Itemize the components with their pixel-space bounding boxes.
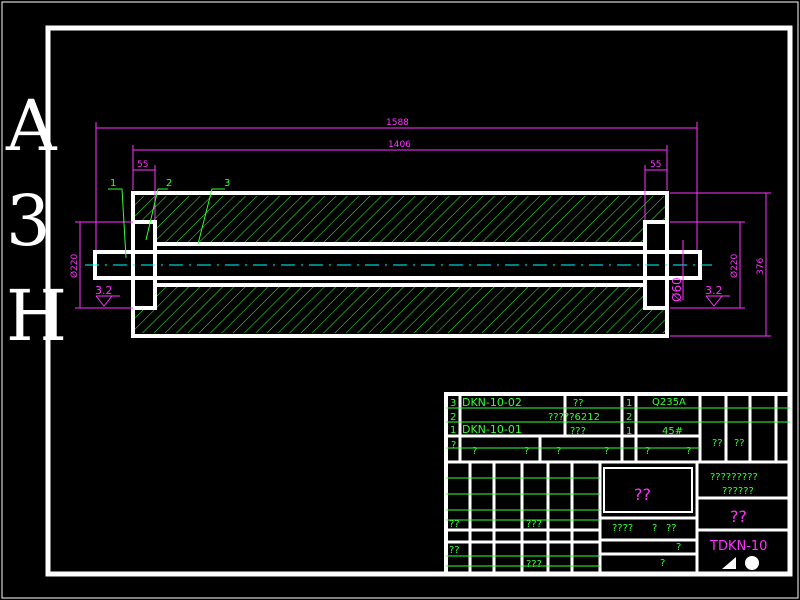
company-line-1: ????????? [710,472,758,483]
bom-row-3-material: 45# [662,426,683,437]
header-mark-8: ?? [712,438,723,449]
bom-row-3-qty: 1 [626,426,632,437]
sheet-letter-3: H [6,275,67,357]
bom-row-1-code: DKN-10-02 [462,396,522,409]
header-mark-9: ?? [734,438,745,449]
dim-right-dia: Ø220 [729,253,740,278]
header-mark-2: ? [472,446,477,457]
bom-row-1-index: 3 [450,398,456,409]
callout-2: 2 [166,178,172,189]
sheet-letter-1: A [5,85,58,167]
drawing-frame [45,25,793,577]
dim-left-flange: 55 [137,160,148,170]
misc-mark-5: ? [660,558,665,569]
company-line-2: ?????? [722,486,754,497]
dim-outer-height: 376 [756,258,766,275]
bom-row-1-material: Q235A [652,397,686,408]
misc-mark-3: ?? [666,523,677,534]
misc-mark-9: ??? [526,559,542,570]
roughness-left: 3.2 [95,284,113,297]
drum-section-top [135,196,665,244]
callout-3: 3 [224,178,230,189]
dim-shaft-dia: Ø60 [670,277,684,302]
dim-inner-length: 1406 [388,140,411,150]
bom-row-3-name: ??? [570,426,586,437]
header-mark-4: ? [556,446,561,457]
header-mark-6: ? [645,446,650,457]
drawing-name: ?? [634,485,651,504]
drawing-number: TDKN-10 [709,539,767,554]
dim-overall-length: 1588 [386,118,409,128]
title-block [444,392,792,576]
misc-mark-2: ? [652,523,657,534]
bom-row-3-index: 1 [450,425,456,436]
bom-row-1-qty: 1 [626,398,632,409]
header-mark-5: ? [604,446,609,457]
roller-assembly [85,191,712,338]
misc-mark-1: ???? [612,523,633,534]
callout-leaders [108,188,225,259]
drum-section-bottom [135,285,665,333]
bom-row-2-index: 2 [450,412,456,423]
dim-left-dia: Ø220 [69,253,80,278]
misc-mark-4: ? [676,542,681,553]
misc-mark-8: ??? [526,519,542,530]
bom-row-1-name: ?? [573,398,584,409]
bom-row-2-qty: 2 [626,412,632,423]
bom-row-3-code: DKN-10-01 [462,423,522,436]
callout-1: 1 [110,178,116,189]
misc-mark-6: ?? [449,519,460,530]
misc-mark-7: ?? [449,545,460,556]
header-mark-1: ? [451,440,456,451]
dim-right-flange: 55 [650,160,661,170]
bom-row-2-name: ?????6212 [548,412,600,423]
sheet-letter-2: 3 [6,180,51,262]
dimensions [75,122,771,337]
header-mark-7: ? [686,446,691,457]
header-mark-3: ? [524,446,529,457]
roughness-right: 3.2 [705,284,723,297]
scale-mark: ?? [730,507,747,526]
